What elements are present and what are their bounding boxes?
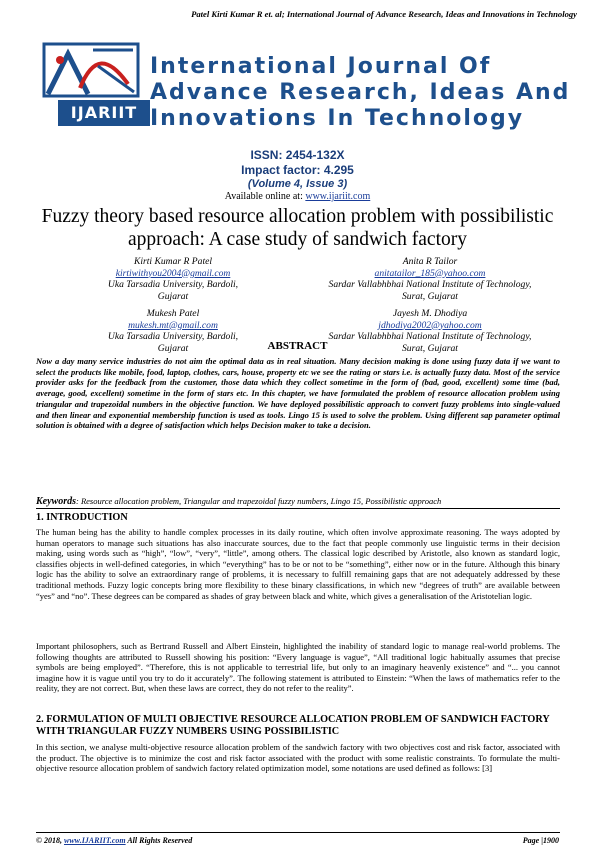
author-email-link[interactable]: mukesh.mt@gmail.com (128, 319, 218, 331)
journal-url-link[interactable]: www.ijariit.com (305, 191, 371, 202)
author-name: Mukesh Patel (146, 308, 200, 319)
author-block-4: Jayesh M. Dhodiya jdhodiya2002@yahoo.com… (300, 308, 560, 354)
abstract-text: Now a day many service industries do not… (36, 356, 560, 431)
section-1-paragraph-1: The human being has the ability to handl… (36, 527, 560, 601)
paper-title: Fuzzy theory based resource allocation p… (41, 206, 554, 250)
author-name: Anita R Tailor (402, 256, 458, 267)
available-label: Available online at: (224, 191, 306, 202)
volume-issue: (Volume 4, Issue 3) (247, 178, 348, 190)
impact-factor: Impact factor: 4.295 (241, 163, 354, 177)
abstract-heading: ABSTRACT (267, 340, 328, 352)
footer-divider (36, 832, 560, 833)
author-name: Kirti Kumar R Patel (133, 256, 213, 267)
author-block-2: Anita R Tailor anitatailor_185@yahoo.com… (300, 256, 560, 302)
author-block-1: Kirti Kumar R Patel kirtiwithyou2004@gma… (48, 256, 298, 302)
author-affiliation-city: Gujarat (157, 342, 189, 354)
keywords: Keywords: Resource allocation problem, T… (36, 496, 560, 507)
author-email-link[interactable]: kirtiwithyou2004@gmail.com (115, 267, 231, 279)
author-affiliation: Sardar Vallabhbhai National Institute of… (328, 331, 532, 342)
author-affiliation-city: Gujarat (157, 290, 189, 302)
journal-logo: IJARIIT (38, 36, 150, 134)
section-1-paragraph-2: Important philosophers, such as Bertrand… (36, 641, 560, 694)
issn: ISSN: 2454-132X (250, 148, 345, 162)
logo-wordmark: IJARIIT (58, 100, 150, 126)
author-affiliation-city: Surat, Gujarat (402, 342, 458, 354)
keywords-label: Keywords (36, 496, 76, 507)
author-email-link[interactable]: anitatailor_185@yahoo.com (374, 267, 486, 279)
running-head: Patel Kirti Kumar R et. al; Internationa… (191, 9, 577, 19)
author-name: Jayesh M. Dhodiya (392, 308, 468, 319)
author-email-link[interactable]: jdhodiya2002@yahoo.com (378, 319, 482, 331)
journal-title-line-3: Innovations In Technology (150, 106, 525, 131)
page-number: Page |1900 (522, 836, 559, 845)
section-2-heading: 2. FORMULATION OF MULTI OBJECTIVE RESOUR… (36, 714, 550, 737)
section-1-heading: 1. INTRODUCTION (36, 512, 128, 523)
author-affiliation-city: Surat, Gujarat (402, 290, 458, 302)
footer-link[interactable]: www.IJARIIT.com (63, 836, 126, 845)
journal-logo-mark (42, 42, 140, 98)
available-online: Available online at: www.ijariit.com (0, 191, 595, 202)
journal-title-line-1: International Journal Of (150, 54, 492, 79)
footer-copyright: © 2018, www.IJARIIT.com All Rights Reser… (36, 836, 193, 845)
journal-title-line-2: Advance Research, Ideas And (150, 80, 571, 105)
section-2-paragraph-1: In this section, we analyse multi-object… (36, 742, 560, 774)
author-affiliation: Uka Tarsadia University, Bardoli, (107, 279, 239, 290)
author-affiliation: Sardar Vallabhbhai National Institute of… (328, 279, 532, 290)
author-affiliation: Uka Tarsadia University, Bardoli, (107, 331, 239, 342)
divider (36, 508, 560, 509)
keywords-text: : Resource allocation problem, Triangula… (76, 496, 442, 506)
author-block-3: Mukesh Patel mukesh.mt@gmail.com Uka Tar… (48, 308, 298, 354)
